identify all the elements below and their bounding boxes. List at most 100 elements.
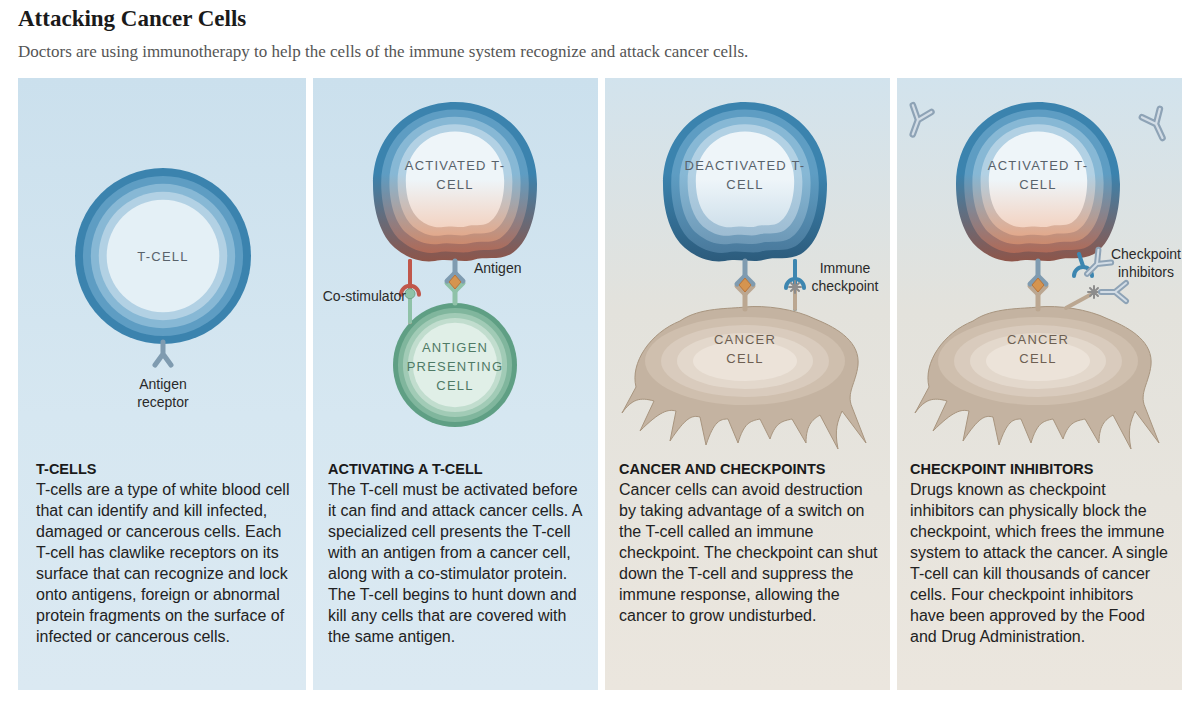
cell-receptor-arms [1030, 286, 1046, 294]
checkpoint-ligand-stem [1066, 295, 1090, 308]
receptor-binding [743, 261, 747, 309]
panel-body: The T-cell must be activated before it c… [328, 479, 590, 647]
cancer-cell: CANCER CELL [913, 303, 1163, 453]
cell-ring [373, 102, 537, 261]
panel-body: T-cells are a type of white blood cell t… [36, 479, 298, 647]
diagram-title: Attacking Cancer Cells [18, 6, 246, 32]
receptor-binding [793, 261, 797, 309]
cell-receptor-arms [447, 283, 463, 291]
panel-body: Cancer cells can avoid destruction by ta… [619, 479, 881, 626]
t-cell-receptor-stem [453, 261, 458, 273]
receptor-binding [408, 261, 412, 322]
cell-ring [972, 117, 1103, 245]
step-panel: CHECKPOINT INHIBITORSDrugs known as chec… [897, 78, 1182, 690]
checkpoint-star [789, 281, 801, 293]
receptor-binding [453, 261, 457, 303]
receptor-cup [401, 286, 419, 295]
cell-ring [981, 124, 1096, 236]
antibody-outline [1101, 283, 1126, 301]
cell-ring [671, 109, 819, 252]
cell-ring [663, 102, 827, 261]
cell-ring [403, 313, 507, 417]
t-cell-receptor-arms [737, 276, 753, 284]
cell-receptor-arms [737, 286, 753, 294]
panel-heading: ACTIVATING A T-CELL [328, 460, 590, 478]
t-cell-receptor-stem [1036, 261, 1041, 276]
cell-receptor-stem [453, 291, 458, 303]
t-cell-receptor-arms [447, 273, 463, 281]
cell-ring [107, 200, 220, 313]
cell-circle: ANTIGEN PRESENTING CELL [393, 303, 517, 427]
cancer-body [915, 307, 1159, 450]
antibody-outline [1142, 109, 1172, 142]
cell-ring [398, 308, 512, 422]
cell-ring [91, 184, 235, 328]
antigen-diamond [449, 275, 461, 289]
checkpoint-ligand-star [1088, 286, 1100, 298]
cell-ring [956, 102, 1120, 261]
co-stimulator-ball [405, 289, 415, 299]
antibody-highlight [1142, 109, 1172, 142]
cell-receptor-stem [743, 294, 748, 309]
t-cell-receptor-stem [743, 261, 748, 276]
cell-ring [75, 168, 251, 344]
cell-receptor-stem [1036, 294, 1041, 309]
t-cell-receptor-arms [1030, 276, 1046, 284]
cell-label: T-CELL [113, 247, 213, 266]
antibody-symbol [903, 105, 931, 138]
antibody-highlight [1101, 283, 1126, 301]
cancer-cell: CANCER CELL [620, 303, 870, 453]
antibody-highlight [1081, 250, 1111, 280]
panel-heading: CHECKPOINT INHIBITORS [910, 460, 1172, 478]
antigen-receptor [155, 342, 171, 365]
cancer-body [622, 307, 866, 450]
cell-outline [620, 303, 870, 453]
step-panel: ACTIVATING A T-CELLThe T-cell must be ac… [313, 78, 598, 690]
panel-heading: CANCER AND CHECKPOINTS [619, 460, 881, 478]
binding-connector-group [1030, 261, 1046, 309]
checkpoint-cup [1074, 267, 1092, 276]
cell-label: ACTIVATED T-CELL [397, 156, 513, 194]
cell-label: CANCER CELL [700, 330, 790, 368]
t-cell-blob: ACTIVATED T-CELL [950, 98, 1126, 264]
receptor-cup [786, 279, 804, 288]
cell-label: ANTIGEN PRESENTING CELL [403, 338, 507, 395]
t-cell-receptor-stem [408, 261, 412, 286]
t-cell-receptor-stem [793, 261, 797, 279]
receptor-binding [1036, 261, 1040, 309]
antibody-outline [1081, 250, 1111, 280]
cell-ring [954, 325, 1122, 397]
cell-ring [661, 325, 829, 397]
antibody-highlight [903, 105, 931, 138]
ligand-stem [793, 286, 797, 309]
ligand-stem [408, 293, 412, 323]
cell-label: DEACTIVATED T-CELL [683, 156, 807, 194]
cell-ring [938, 317, 1138, 405]
inhibitor-symbol [1081, 250, 1111, 280]
panel-body: Drugs known as checkpoint inhibitors can… [910, 479, 1172, 647]
antibody-symbol [1142, 109, 1172, 142]
binding-connector-group [447, 261, 463, 303]
cell-ring [99, 192, 227, 320]
antigen-diamond [739, 278, 751, 292]
step-panel: T-CELLST-cells are a type of white blood… [18, 78, 306, 690]
binding-connector-group [786, 261, 804, 309]
antigen-diamond [1032, 278, 1044, 292]
cell-ring [398, 124, 513, 236]
cell-circle: T-CELL [75, 168, 251, 344]
cell-ring [964, 109, 1112, 252]
t-cell-blob: ACTIVATED T-CELL [367, 98, 543, 264]
cell-ring [381, 109, 529, 252]
inhibitor-symbol [1101, 283, 1126, 301]
cell-label: ACTIVATED T-CELL [980, 156, 1096, 194]
antibody-outline [903, 105, 931, 138]
diagram-caption: Doctors are using immunotherapy to help … [18, 42, 748, 62]
cell-ring [83, 176, 243, 336]
cell-outline [913, 303, 1163, 453]
step-panel: CANCER AND CHECKPOINTSCancer cells can a… [605, 78, 890, 690]
cell-ring [389, 117, 520, 245]
panel-heading: T-CELLS [36, 460, 298, 478]
t-cell-blob: DEACTIVATED T-CELL [657, 98, 833, 264]
cell-ring [393, 303, 517, 427]
cell-label: CANCER CELL [993, 330, 1083, 368]
